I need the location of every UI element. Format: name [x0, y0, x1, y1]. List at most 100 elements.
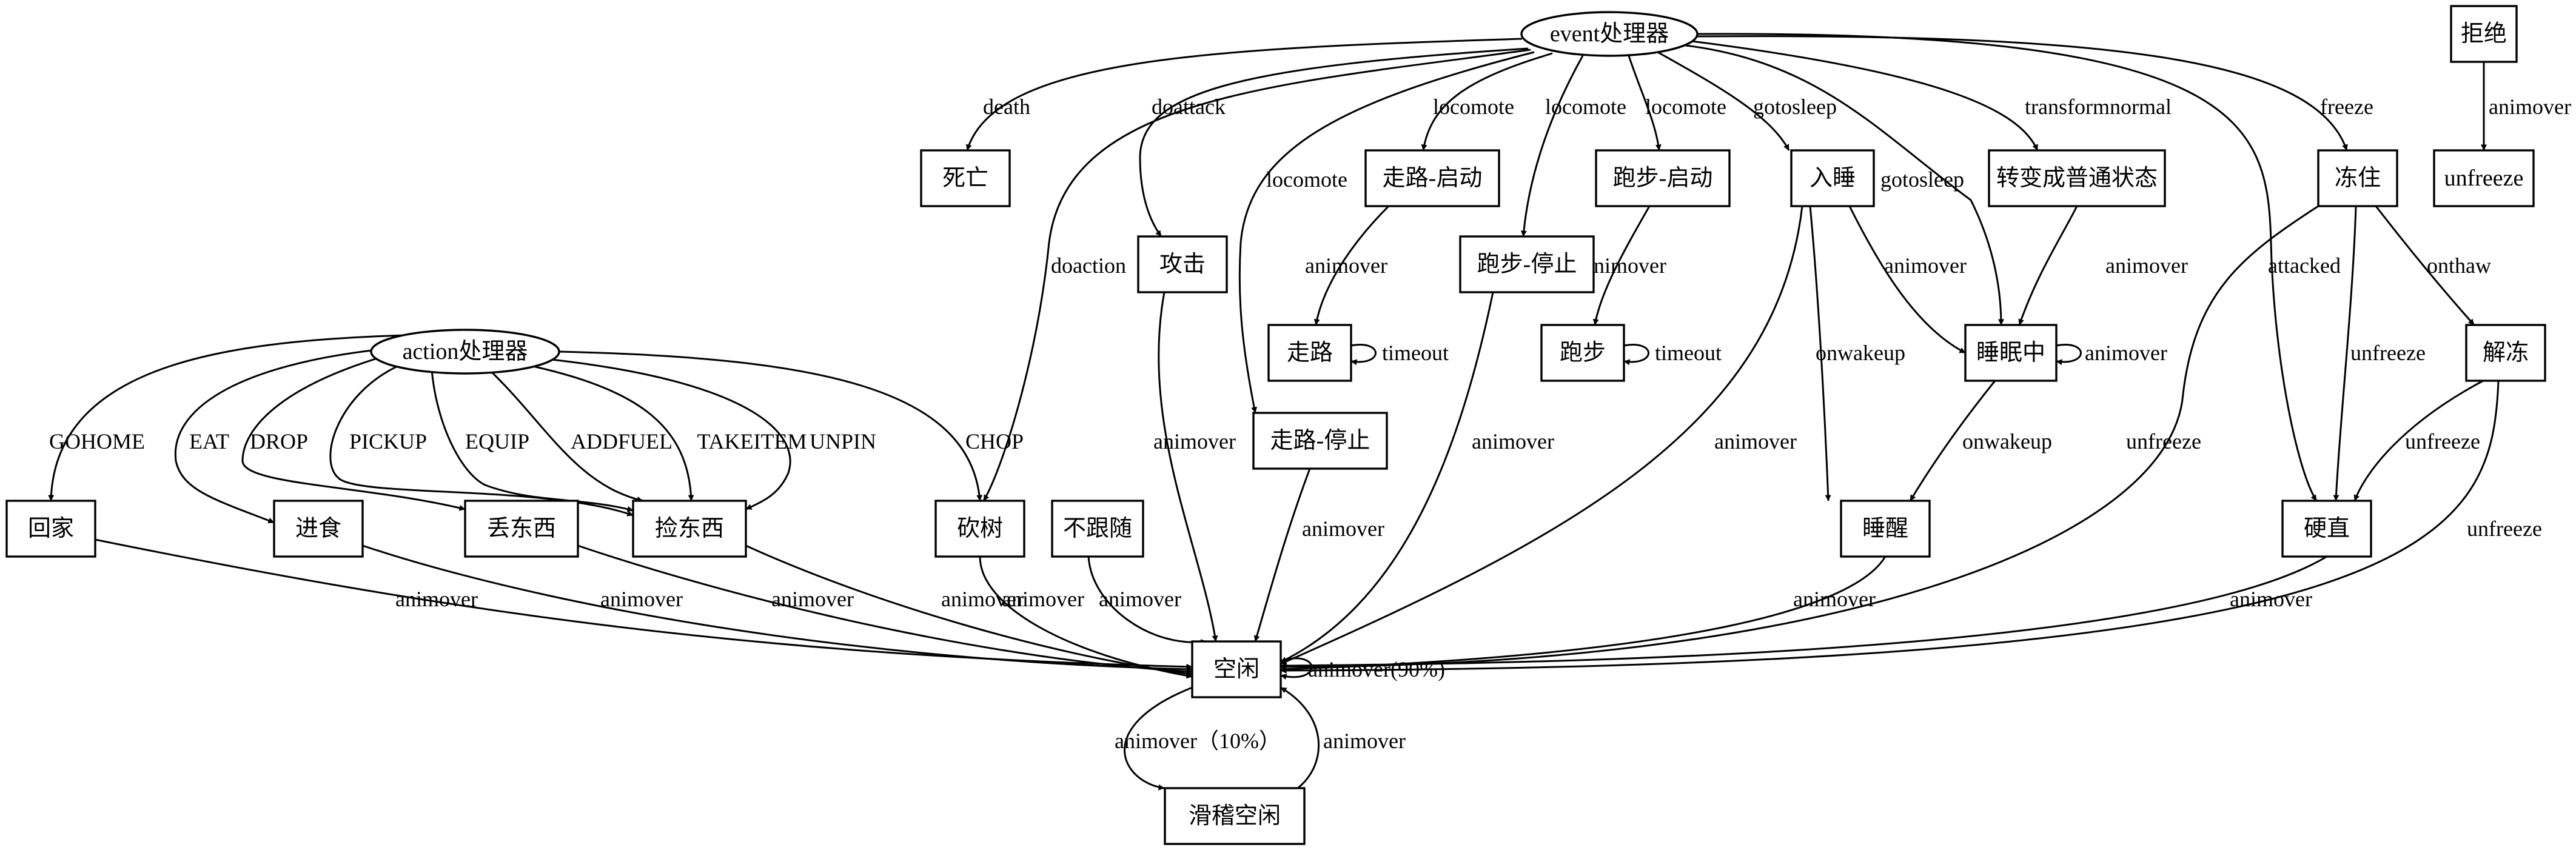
edge-label: unfreeze: [2350, 341, 2426, 365]
edge-line: [1280, 556, 1887, 672]
edge-line: [1680, 44, 2004, 326]
edge-line: [2333, 206, 2357, 501]
node-unfreeze: unfreeze: [2433, 149, 2535, 207]
edge-label: animover: [1099, 587, 1181, 611]
edge-line: [1280, 292, 1494, 663]
edge-line: [1848, 206, 1966, 354]
edge-label: timeout: [1382, 341, 1449, 365]
edge-label: animover: [1884, 253, 1967, 278]
edge-action-to-gohome: GOHOME: [48, 333, 425, 501]
edge-line: [745, 544, 1193, 677]
node-label: 进食: [295, 516, 341, 541]
edge-label: animover（10%）: [1115, 729, 1281, 753]
edge-line: [1280, 380, 2500, 674]
edge-label: animover: [1584, 253, 1666, 278]
node-gohome: 回家: [5, 500, 96, 558]
edge-event-to-walkstart: locomote: [1421, 52, 1553, 151]
edge-label: locomote: [1433, 95, 1514, 119]
edge-label: animover: [2230, 587, 2312, 611]
node-sleepin: 入睡: [1790, 149, 1875, 207]
node-box: [1540, 324, 1625, 382]
edge-label: animover: [1002, 587, 1084, 611]
edge-label: gotosleep: [1753, 95, 1837, 119]
node-sleeping: 睡眠中: [1964, 324, 2058, 382]
edge-line: [965, 38, 1523, 151]
node-runstart: 跑步-启动: [1595, 149, 1731, 207]
node-nofollow: 不跟随: [1051, 500, 1144, 558]
node-box: [632, 500, 747, 558]
edge-label: timeout: [1655, 341, 1722, 365]
edge-event-to-death: death: [965, 38, 1523, 151]
node-ellipse: [370, 329, 560, 375]
edge-label: freeze: [2320, 95, 2373, 119]
edge-label: locomote: [1545, 95, 1626, 119]
edge-line: [1696, 35, 2348, 151]
node-label: 拒绝: [2461, 21, 2507, 47]
edge-line: [1280, 205, 2319, 670]
edge-label: onthaw: [2427, 253, 2491, 278]
node-runstop: 跑步-停止: [1459, 235, 1595, 293]
edge-label: animover: [1302, 517, 1384, 541]
edge-line: [1696, 33, 2318, 501]
edge-action-to-pickup: EQUIP: [431, 369, 634, 512]
node-ellipse: [1520, 11, 1699, 57]
node-label: unfreeze: [2444, 166, 2524, 191]
edge-line: [1124, 686, 1193, 791]
node-idle: 空闲: [1191, 640, 1282, 698]
edge-frozen-to-thaw: onthaw: [2375, 206, 2491, 326]
edge-event-to-runstop: locomote: [1520, 55, 1626, 237]
edge-label: animover: [1793, 587, 1876, 611]
node-box: [1164, 787, 1306, 845]
edge-label: transformnormal: [2025, 95, 2172, 119]
edge-label: animover: [2085, 341, 2167, 365]
node-label: 转变成普通状态: [1996, 166, 2158, 191]
edge-label: unfreeze: [2467, 517, 2542, 541]
node-frozen: 冻住: [2317, 149, 2398, 207]
edge-line: [1253, 468, 1311, 642]
edge-label: animover: [2105, 253, 2188, 278]
edge-line: [979, 556, 1193, 679]
node-label: 走路: [1287, 340, 1333, 366]
edge-thaw-to-stiff: unfreeze: [2353, 380, 2484, 501]
edge-line: [982, 49, 1531, 501]
node-label: 走路-停止: [1270, 428, 1370, 453]
edge-label: animover: [600, 587, 683, 611]
edge-label: TAKEITEM: [697, 429, 807, 453]
node-thaw: 解冻: [2465, 324, 2546, 382]
node-action: action处理器: [370, 329, 560, 375]
edge-line: [1313, 205, 1390, 326]
edge-line: [1280, 206, 1803, 665]
edge-sleepin-to-sleeping: animover: [1848, 206, 1967, 354]
node-label: 跑步: [1560, 340, 1606, 366]
edge-label: UNPIN: [810, 429, 876, 453]
node-label: 滑稽空闲: [1189, 803, 1281, 829]
node-box: [273, 500, 364, 558]
edge-line: [1623, 344, 1649, 366]
edge-sleeping-to-sleeping: animover: [2056, 341, 2167, 366]
node-label: 丢东西: [487, 516, 556, 541]
node-label: 空闲: [1213, 657, 1259, 682]
edge-line: [2056, 344, 2082, 366]
edge-action-to-pickup: UNPIN: [545, 358, 876, 510]
edge-label: EQUIP: [465, 429, 529, 453]
edge-line: [1280, 657, 1313, 680]
node-eat: 进食: [273, 500, 364, 558]
edge-label: attacked: [2268, 253, 2341, 278]
node-box: [2281, 500, 2372, 558]
node-stiff: 硬直: [2281, 500, 2372, 558]
node-box: [1595, 149, 1731, 207]
node-walkstop: 走路-停止: [1252, 412, 1388, 470]
edge-label: animover: [1714, 429, 1797, 453]
node-drop: 丢东西: [464, 500, 579, 558]
edge-event-to-stiff: attacked: [1696, 33, 2341, 501]
edge-wake-to-idle: animover: [1280, 556, 1887, 672]
edge-line: [1520, 55, 1584, 237]
edge-frozen-to-stiff: unfreeze: [2333, 206, 2426, 501]
edge-line: [48, 333, 425, 501]
edge-run-to-run: timeout: [1623, 341, 1722, 366]
edge-label: CHOP: [965, 429, 1024, 453]
edge-action-to-eat: EAT: [174, 347, 395, 524]
node-label: 冻住: [2335, 166, 2381, 191]
node-run: 跑步: [1540, 324, 1625, 382]
edge-event-to-transform: transformnormal: [1691, 40, 2172, 151]
